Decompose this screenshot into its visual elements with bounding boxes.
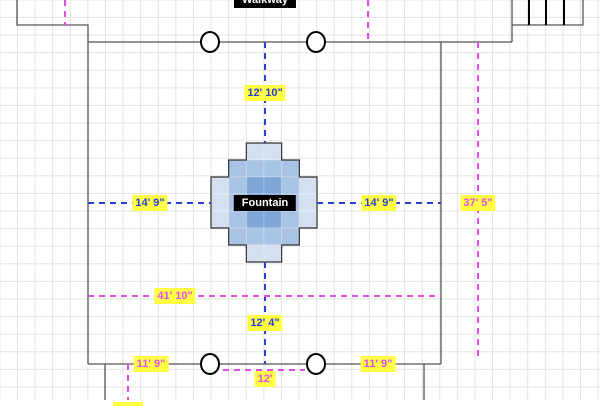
column-bottom-left bbox=[200, 353, 220, 375]
column-bottom-right bbox=[306, 353, 326, 375]
fountain-tile bbox=[298, 210, 318, 229]
fountain-tile bbox=[245, 142, 265, 161]
fountain-tile bbox=[245, 227, 265, 246]
fountain-tile bbox=[245, 244, 265, 263]
bottom-left-wall-label: 11' 9" bbox=[133, 356, 169, 372]
fountain-tile bbox=[263, 142, 283, 161]
fountain-tile bbox=[228, 210, 247, 229]
left-distance-label: 14' 9" bbox=[132, 195, 168, 211]
blue-dimensions bbox=[88, 42, 441, 364]
top-left-wall bbox=[16, 0, 89, 364]
columns bbox=[200, 31, 326, 375]
fountain-tile bbox=[245, 176, 265, 195]
right-distance-label: 14' 9" bbox=[361, 195, 397, 211]
fountain-tile bbox=[228, 159, 247, 178]
fountain-tile bbox=[263, 210, 283, 229]
fountain-tile bbox=[298, 193, 318, 212]
fountain-tile bbox=[281, 227, 300, 246]
height-total-label: 37' 5" bbox=[460, 195, 496, 211]
top-right-step bbox=[512, 0, 584, 26]
column-top-right bbox=[306, 31, 326, 53]
fountain-shape bbox=[210, 142, 318, 263]
bottom-right-wall-label: 11' 9" bbox=[360, 356, 396, 372]
bottom-gap-label: 12' bbox=[254, 371, 276, 387]
top-distance-label: 12' 10" bbox=[244, 85, 286, 101]
fountain-tile bbox=[210, 176, 230, 195]
fountain-tile bbox=[281, 159, 300, 178]
fountain-tile bbox=[263, 176, 283, 195]
fountain-tile bbox=[210, 193, 230, 212]
fountain-tile bbox=[245, 159, 265, 178]
fountain-label: Fountain bbox=[233, 195, 297, 211]
column-top-left bbox=[200, 31, 220, 53]
fountain-tile bbox=[281, 176, 300, 195]
width-total-label: 41' 10" bbox=[154, 288, 196, 304]
fountain-tile bbox=[263, 159, 283, 178]
stair-stripes bbox=[528, 0, 565, 25]
bottom-cut-label bbox=[113, 402, 143, 406]
fountain-tile bbox=[228, 227, 247, 246]
fountain-tile bbox=[245, 210, 265, 229]
fountain-tile bbox=[228, 176, 247, 195]
fountain-tile bbox=[263, 244, 283, 263]
fountain-outline bbox=[210, 142, 318, 263]
fountain-tile bbox=[298, 176, 318, 195]
fountain-tile bbox=[263, 227, 283, 246]
bottom-distance-label: 12' 4" bbox=[247, 315, 283, 331]
fountain-tile bbox=[281, 210, 300, 229]
walkway-label: Walkway bbox=[233, 0, 297, 8]
fountain-tile bbox=[210, 210, 230, 229]
